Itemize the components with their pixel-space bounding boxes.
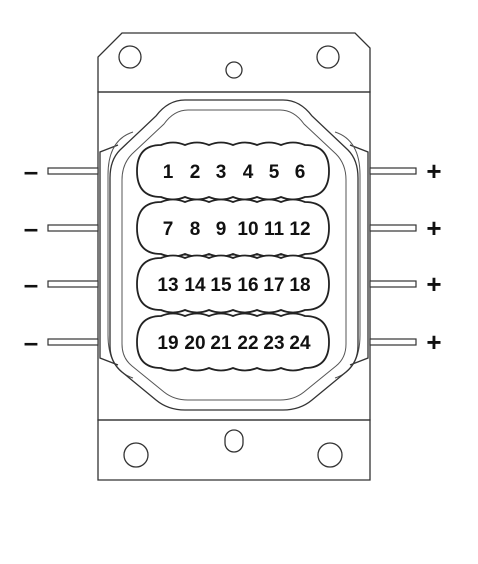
plus-terminal-label: +: [426, 327, 441, 357]
housing-body: [97, 91, 371, 421]
minus-terminal-label: –: [24, 269, 38, 299]
side-boss-right: [349, 144, 369, 366]
side-boss-left: [99, 144, 119, 366]
pin-label: 8: [190, 219, 201, 240]
pin-label: 16: [237, 275, 258, 296]
side-boss-right-inner: [334, 131, 361, 379]
pin-label: 20: [184, 333, 205, 354]
pin-label: 4: [243, 162, 254, 183]
plus-terminal-label: +: [426, 213, 441, 243]
connector-shell-outer: [109, 99, 359, 411]
pin-label: 19: [157, 333, 178, 354]
mount-hole-bottom-left: [123, 442, 149, 468]
lead-right-3: [369, 280, 417, 288]
lead-left-1: [47, 167, 99, 175]
pin-label: 7: [163, 219, 174, 240]
pin-label: 22: [237, 333, 258, 354]
pin-label: 12: [289, 219, 310, 240]
minus-terminal-label: –: [24, 156, 38, 186]
pin-label: 5: [269, 162, 280, 183]
pin-label: 2: [190, 162, 201, 183]
mount-slot-bottom-center: [224, 429, 244, 453]
mount-hole-top-center: [225, 61, 243, 79]
pin-label: 15: [210, 275, 232, 296]
minus-terminal-label: –: [24, 327, 38, 357]
pin-label: 3: [216, 162, 227, 183]
pin-label: 10: [237, 219, 258, 240]
pin-row-3: [136, 254, 330, 314]
pin-label: 1: [163, 162, 174, 183]
pin-label: 6: [295, 162, 306, 183]
pin-label: 21: [210, 333, 232, 354]
terminal-signs: – + – + – + – +: [24, 156, 442, 357]
lead-left-2: [47, 224, 99, 232]
plus-terminal-label: +: [426, 156, 441, 186]
lead-right-4: [369, 338, 417, 346]
pin-label: 17: [263, 275, 284, 296]
plus-terminal-label: +: [426, 269, 441, 299]
pin-label: 14: [184, 275, 206, 296]
terminal-leads: [47, 167, 417, 346]
pin-label: 24: [289, 333, 311, 354]
side-boss-left-inner: [107, 131, 134, 379]
pin-row-4: [136, 312, 330, 372]
minus-terminal-label: –: [24, 213, 38, 243]
mount-hole-bottom-right: [317, 442, 343, 468]
mount-hole-top-right: [316, 45, 340, 69]
pin-label: 9: [216, 219, 227, 240]
lead-right-1: [369, 167, 417, 175]
pin-label: 18: [289, 275, 310, 296]
lead-left-4: [47, 338, 99, 346]
pin-label: 23: [263, 333, 284, 354]
lead-right-2: [369, 224, 417, 232]
pin-label: 11: [264, 219, 285, 240]
connector-shell-inner: [121, 109, 347, 401]
mount-hole-top-left: [118, 45, 142, 69]
lead-left-3: [47, 280, 99, 288]
bottom-flange-outline: [97, 419, 371, 481]
pin-label: 13: [157, 275, 178, 296]
